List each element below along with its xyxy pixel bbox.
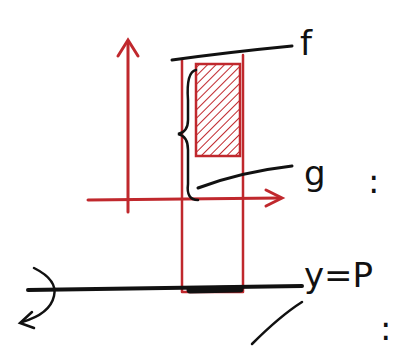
axis-line — [28, 286, 302, 290]
x-axis-head — [266, 190, 282, 206]
curve-label: g — [304, 156, 326, 190]
curve-f — [172, 46, 292, 60]
rotation-arrow-head — [20, 312, 34, 328]
separator: : — [368, 164, 379, 198]
x-axis — [88, 198, 280, 200]
equation-label: y=P — [304, 258, 373, 292]
curve-label: f — [300, 26, 312, 60]
leader-line — [252, 302, 302, 344]
base-segment — [190, 289, 240, 290]
separator: : — [380, 311, 391, 345]
hatched-region — [196, 64, 240, 156]
curly-brace — [178, 70, 198, 200]
y-axis — [127, 42, 130, 212]
region-outline — [182, 55, 243, 292]
y-axis-head — [118, 40, 138, 56]
curve-g — [198, 166, 292, 188]
rotation-arrow — [22, 268, 55, 322]
